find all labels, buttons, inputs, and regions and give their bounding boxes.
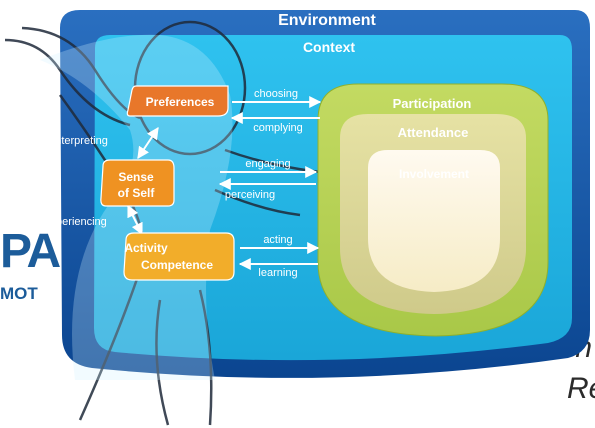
- complying-label: complying: [253, 122, 303, 134]
- node-sense-of-self: Sense of Self: [100, 159, 175, 207]
- context-label: Context: [303, 39, 355, 55]
- acting-label: acting: [263, 234, 292, 246]
- node-activity-competence: Activity Competence: [123, 232, 235, 281]
- learning-label: learning: [258, 267, 297, 279]
- preferences-label: Preferences: [146, 95, 215, 109]
- choosing-label: choosing: [254, 88, 298, 100]
- involvement-ring: [368, 150, 500, 292]
- logo-letters: PA: [0, 225, 61, 278]
- activity-competence-line1: Activity: [124, 241, 168, 255]
- child-figure-outline: [4, 20, 351, 426]
- involvement-label: Involvement: [399, 167, 469, 181]
- logo-subtext: MOT: [0, 284, 38, 303]
- sense-of-self-line2: of Self: [118, 186, 156, 200]
- interpreting-label: Interpreting: [52, 135, 108, 147]
- activity-competence-line2: Competence: [141, 258, 213, 272]
- experiencing-label: Experiencing: [43, 216, 107, 228]
- engaging-label: engaging: [245, 158, 290, 170]
- background-text-line-2: Re: [567, 372, 595, 405]
- arrows: [127, 96, 322, 270]
- node-preferences: Preferences: [126, 85, 229, 117]
- arrow-interpreting: [137, 127, 159, 159]
- attendance-label: Attendance: [398, 125, 469, 140]
- participation-label: Participation: [393, 96, 472, 111]
- sense-of-self-line1: Sense: [118, 170, 154, 184]
- environment-label: Environment: [278, 12, 376, 29]
- perceiving-label: perceiving: [225, 189, 275, 201]
- arrow-experiencing: [127, 204, 143, 236]
